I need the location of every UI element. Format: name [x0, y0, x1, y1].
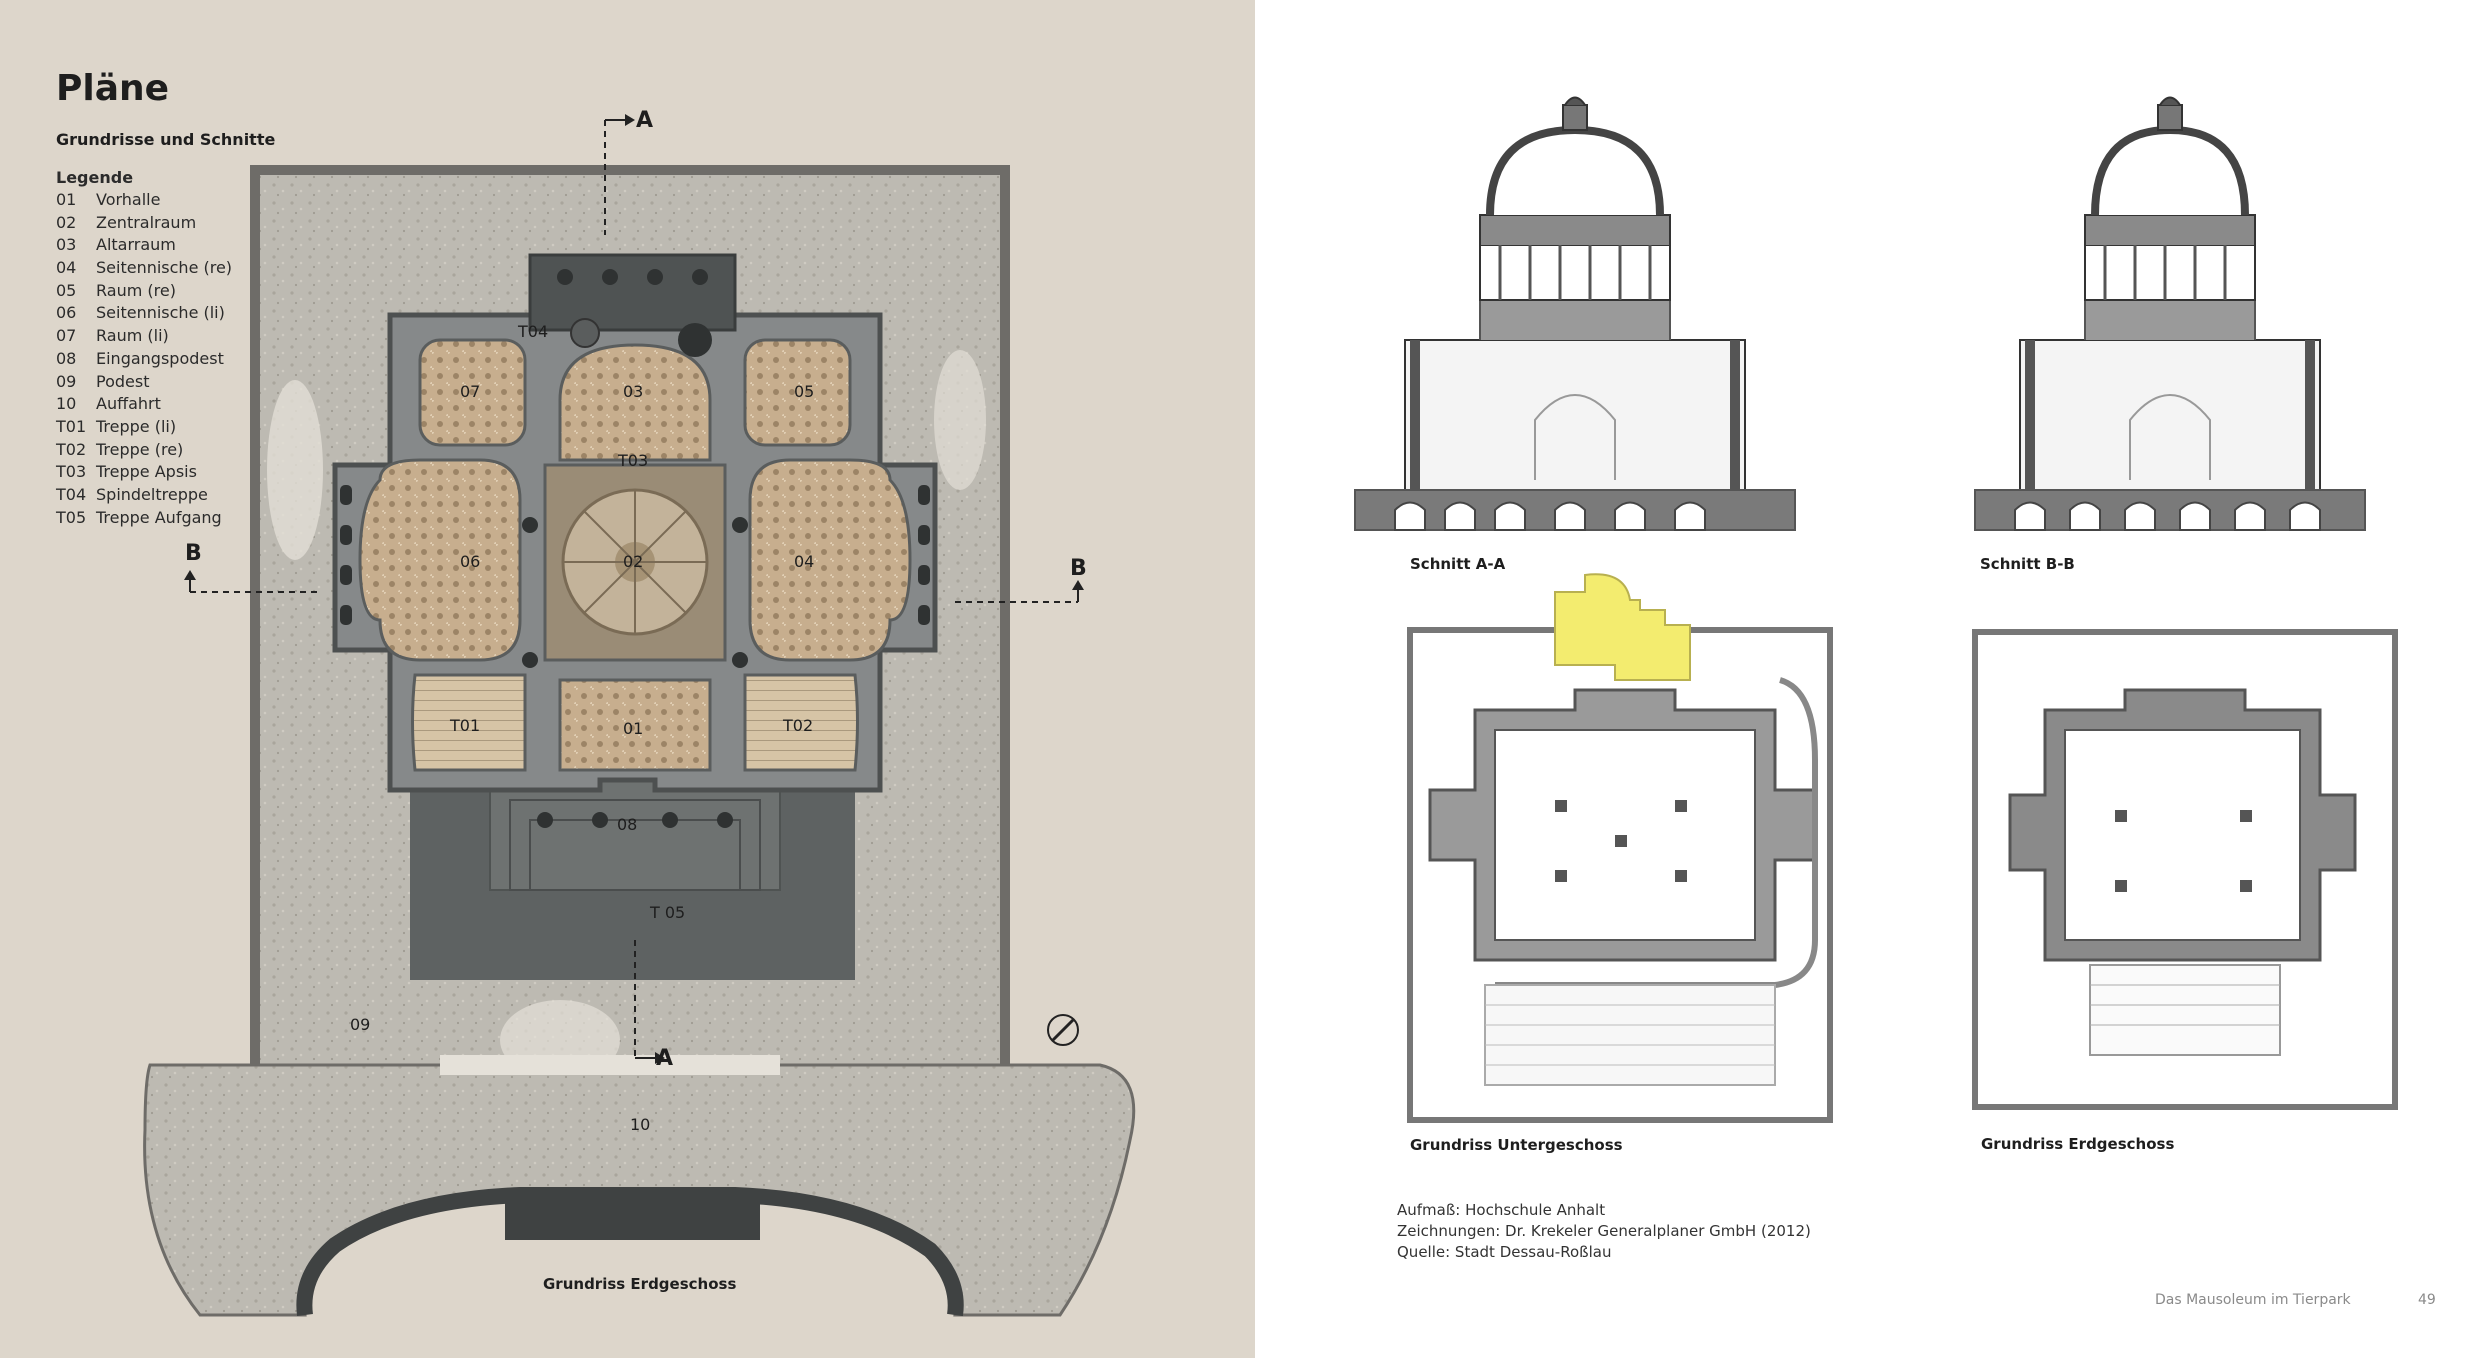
legend-code: 10 [56, 394, 77, 414]
legend-item: 02 Zentralraum [56, 212, 232, 235]
legend-code: 01 [56, 190, 77, 209]
section-marker-a-top: A [636, 108, 653, 133]
legend-code: 07 [56, 326, 77, 346]
legend-code: 04 [56, 258, 77, 278]
plan-caption: Grundriss Erdgeschoss [543, 1275, 737, 1293]
legend-item: T03 Treppe Apsis [56, 461, 232, 484]
room-label-03: 03 [623, 382, 643, 401]
room-03 [558, 343, 712, 462]
room-05 [743, 338, 852, 447]
spindle-stair-t04 [570, 318, 600, 348]
footer-title: Das Mausoleum im Tierpark [2155, 1292, 2351, 1308]
stair-t01 [411, 673, 527, 772]
page-number: 49 [2418, 1292, 2436, 1308]
legend-label: Auffahrt [96, 394, 161, 414]
north-arrow-icon [1047, 1014, 1079, 1046]
plan-ug-caption: Grundriss Untergeschoss [1410, 1136, 1623, 1154]
credit-line: Aufmaß: Hochschule Anhalt [1397, 1201, 1606, 1219]
section-bb-drawing [1974, 96, 2366, 531]
room-label-06: 06 [460, 552, 480, 571]
legend-item: 06 Seitennische (li) [56, 302, 232, 325]
legend-heading: Legende [56, 168, 134, 187]
section-marker-b-left: B [185, 541, 202, 566]
legend-label: Treppe Apsis [96, 462, 197, 482]
legend-label: Seitennische (li) [96, 303, 225, 323]
legend: Legende 01 Vorhalle 02 Zentralraum 03 Altar… [56, 168, 232, 529]
legend-item: 03 Altarraum [56, 234, 232, 257]
room-label-05: 05 [794, 382, 814, 401]
stair-label-t03: T03 [617, 451, 648, 470]
credit-line: Zeichnungen: Dr. Krekeler Generalplaner … [1397, 1222, 1811, 1240]
legend-label: Vorhalle [96, 190, 161, 209]
legend-code: T03 [56, 462, 87, 482]
room-label-02: 02 [623, 552, 643, 571]
section-aa-drawing [1354, 96, 1796, 531]
room-04 [748, 458, 912, 662]
legend-code: T01 [56, 416, 87, 436]
section-marker-a-bottom: A [656, 1046, 673, 1071]
room-07 [418, 338, 527, 447]
legend-code: 06 [56, 303, 77, 323]
portico [528, 253, 737, 332]
credit-line: Quelle: Stadt Dessau-Roßlau [1397, 1243, 1612, 1261]
legend-code: T05 [56, 507, 87, 527]
room-label-10: 10 [630, 1115, 650, 1134]
section-marker-b-right: B [1070, 556, 1087, 581]
legend-item: T01 Treppe (li) [56, 416, 232, 439]
stair-t02 [743, 673, 859, 772]
room-label-09: 09 [350, 1015, 370, 1034]
legend-item: 01 Vorhalle [56, 189, 232, 212]
left-page: Pläne Grundrisse und Schnitte Legende 01… [0, 0, 1255, 1358]
room-01 [558, 678, 712, 772]
legend-item: T02 Treppe (re) [56, 439, 232, 462]
room-06 [358, 458, 522, 662]
drawing-credits: Aufmaß: Hochschule Anhalt Zeichnungen: D… [1397, 1200, 1811, 1263]
stair-label-t05: T 05 [649, 903, 685, 922]
legend-item: 09 Podest [56, 371, 232, 394]
legend-label: Raum (re) [96, 280, 176, 300]
legend-label: Seitennische (re) [96, 258, 233, 278]
plan-eg-caption: Grundriss Erdgeschoss [1981, 1135, 2175, 1153]
page-title: Pläne [56, 68, 170, 109]
legend-label: Zentralraum [96, 212, 197, 232]
legend-item: T05 Treppe Aufgang [56, 507, 232, 530]
plan-erdgeschoss-drawing [1972, 629, 2398, 1110]
legend-item: 07 Raum (li) [56, 325, 232, 348]
legend-item: 04 Seitennische (re) [56, 257, 232, 280]
legend-code: 05 [56, 280, 77, 300]
right-page: Schnitt A-A Schnitt B-B Grundriss Unterg… [1255, 0, 2480, 1358]
legend-code: 02 [56, 212, 77, 232]
legend-label: Altarraum [96, 235, 176, 255]
legend-label: Podest [96, 371, 150, 391]
legend-item: 10 Auffahrt [56, 393, 232, 416]
legend-code: T04 [56, 484, 87, 504]
legend-code: 03 [56, 235, 77, 255]
legend-label: Spindeltreppe [96, 484, 208, 504]
plan-untergeschoss-drawing [1407, 573, 1833, 1123]
section-aa-caption: Schnitt A-A [1410, 555, 1506, 573]
page-subtitle: Grundrisse und Schnitte [56, 130, 276, 149]
legend-code: 09 [56, 371, 77, 391]
legend-item: T04 Spindeltreppe [56, 484, 232, 507]
highlight-area [1554, 573, 1691, 681]
room-label-08: 08 [617, 815, 637, 834]
legend-label: Treppe (re) [96, 439, 184, 459]
section-bb-caption: Schnitt B-B [1980, 555, 2075, 573]
stair-label-t01: T01 [449, 716, 480, 735]
legend-label: Raum (li) [96, 326, 169, 346]
legend-item: 05 Raum (re) [56, 280, 232, 303]
legend-label: Eingangspodest [96, 348, 224, 368]
legend-label: Treppe (li) [96, 416, 177, 436]
architectural-drawings [1354, 96, 2398, 1123]
legend-item: 08 Eingangspodest [56, 348, 232, 371]
room-label-07: 07 [460, 382, 480, 401]
room-label-04: 04 [794, 552, 814, 571]
legend-code: 08 [56, 348, 77, 368]
legend-code: T02 [56, 439, 87, 459]
ground-floor-plan: 01 02 03 04 05 06 07 08 09 10 T01 T02 T0… [143, 108, 1136, 1317]
stair-label-t04: T04 [517, 322, 548, 341]
stair-label-t02: T02 [782, 716, 813, 735]
legend-label: Treppe Aufgang [96, 507, 222, 527]
room-label-01: 01 [623, 719, 643, 738]
